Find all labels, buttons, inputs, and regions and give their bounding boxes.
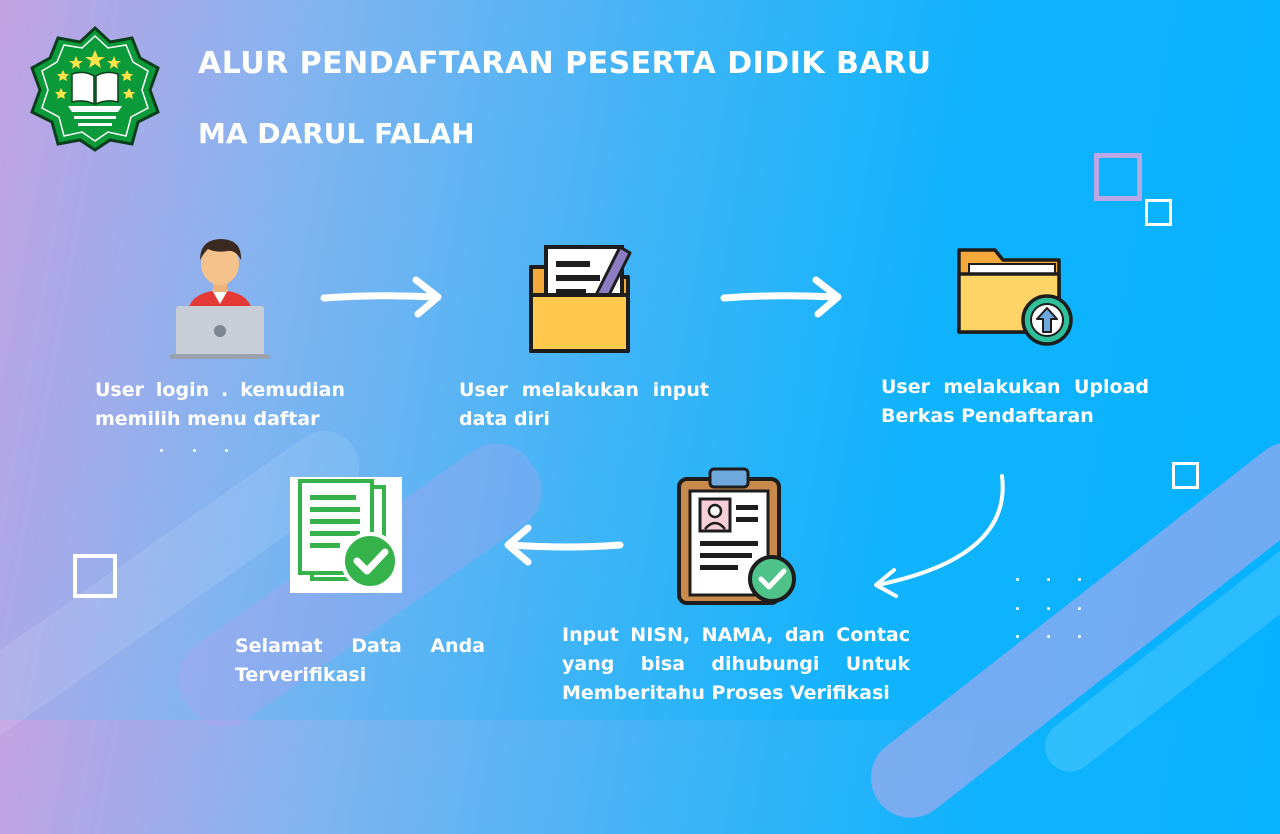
folder-edit-icon xyxy=(528,237,636,355)
arrow-curved-down-icon xyxy=(862,470,1012,602)
page-title: ALUR PENDAFTARAN PESERTA DIDIK BARU xyxy=(198,46,932,81)
arrow-right-icon xyxy=(318,274,446,320)
step-5-line-1: Selamat Data Anda xyxy=(235,635,485,657)
step-4-text: Input NISN, NAMA, dan Contac yang bisa d… xyxy=(562,621,910,708)
step-4-line-1: Input NISN, NAMA, dan Contac xyxy=(562,624,910,646)
step-2-line-1: User melakukan input xyxy=(459,379,709,401)
step-3-line-2: Berkas Pendaftaran xyxy=(881,405,1094,427)
step-4-line-3: Memberitahu Proses Verifikasi xyxy=(562,682,890,704)
folder-upload-icon xyxy=(955,244,1077,348)
page-subtitle: MA DARUL FALAH xyxy=(198,117,475,150)
step-5-line-2: Terverifikasi xyxy=(235,664,367,686)
step-3-line-1: User melakukan Upload xyxy=(881,376,1149,398)
arrow-right-icon xyxy=(718,274,846,320)
step-5-text: Selamat Data Anda Terverifikasi xyxy=(235,632,485,690)
deco-square xyxy=(1094,153,1142,201)
documents-check-icon xyxy=(290,477,402,593)
arrow-left-icon xyxy=(498,522,628,568)
user-laptop-icon xyxy=(170,232,270,360)
step-1-text: User login . kemudian memilih menu dafta… xyxy=(95,376,345,434)
deco-square xyxy=(1172,462,1199,489)
deco-dots xyxy=(1016,578,1096,642)
step-3-text: User melakukan Upload Berkas Pendaftaran xyxy=(881,373,1149,431)
step-1-line-1: User login . kemudian xyxy=(95,379,345,401)
step-1-line-2: memilih menu daftar xyxy=(95,408,320,430)
deco-square xyxy=(73,554,117,598)
step-2-line-2: data diri xyxy=(459,408,550,430)
school-logo xyxy=(28,22,162,152)
clipboard-check-icon xyxy=(676,465,798,607)
deco-square xyxy=(1145,199,1172,226)
step-4-line-2: yang bisa dihubungi Untuk xyxy=(562,653,910,675)
deco-dots xyxy=(160,449,240,455)
step-2-text: User melakukan input data diri xyxy=(459,376,709,434)
